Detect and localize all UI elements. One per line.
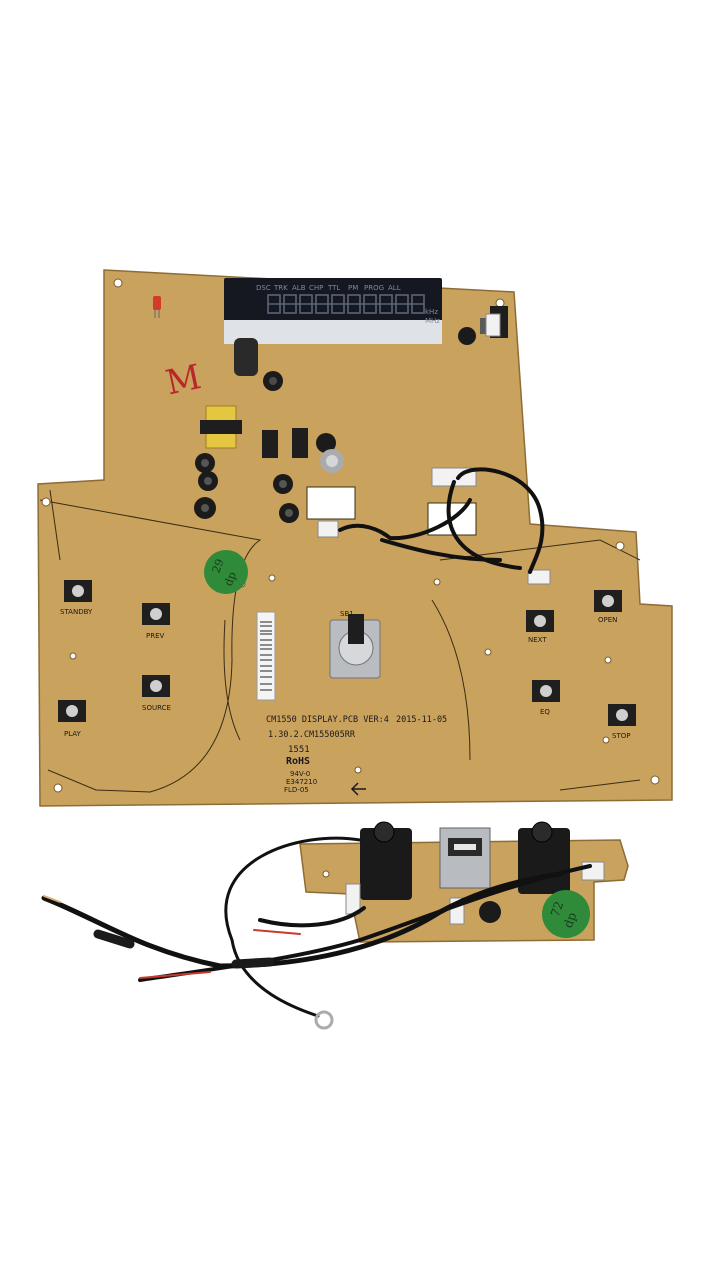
prev-label: PREV — [146, 632, 165, 640]
open-label: OPEN — [598, 616, 617, 624]
inventory-sticker: 72 dp — [542, 890, 590, 938]
voltage-regulators — [262, 428, 308, 458]
tact-switches: STANDBY PREV SOURCE PLAY NEXT OPEN — [58, 580, 636, 740]
jack-board-capacitor — [479, 901, 501, 923]
play-label: PLAY — [64, 730, 82, 738]
play-button[interactable]: PLAY — [58, 700, 86, 738]
vfd-unit: MHz — [425, 317, 440, 325]
wire-harness — [338, 467, 545, 574]
open-button[interactable]: OPEN — [594, 590, 622, 624]
eq-button[interactable]: EQ — [532, 680, 560, 716]
sticker-line-2: dp — [561, 910, 580, 930]
vfd-indicator: CHP — [309, 284, 323, 292]
vfd-indicator: TTL — [327, 284, 340, 292]
barcode-label — [256, 611, 276, 701]
encoder-ref: SB1 — [340, 610, 354, 618]
sticker-line-2: dp — [222, 570, 239, 588]
mounting-holes — [41, 278, 660, 793]
ring-terminal — [314, 1010, 334, 1030]
vfd-indicator: PM — [348, 284, 358, 292]
pcb-label: CM1550 DISPLAY.PCB VER:4 — [266, 715, 389, 725]
header-connectors — [317, 313, 551, 585]
source-label: SOURCE — [142, 704, 171, 712]
inventory-sticker: 29 dp — [204, 550, 248, 594]
silkscreen-left-outline — [39, 489, 262, 793]
next-label: NEXT — [528, 636, 547, 644]
source-button[interactable]: SOURCE — [142, 675, 171, 712]
stop-label: STOP — [612, 732, 630, 740]
handwritten-mark: M — [162, 357, 204, 403]
pcb-silkscreen-text: CM1550 DISPLAY.PCB VER:4 2015-11-05 1.30… — [266, 715, 447, 796]
next-button[interactable]: NEXT — [526, 610, 554, 644]
stop-button[interactable]: STOP — [608, 704, 636, 740]
vfd-indicator: DSC — [256, 284, 271, 292]
loose-cables — [41, 836, 592, 1030]
jack-board-connector — [345, 883, 361, 915]
cert-number: 1551 — [288, 745, 310, 755]
pcb-date: 2015-11-05 — [396, 715, 447, 725]
prev-button[interactable]: PREV — [142, 603, 170, 640]
jack-board-connector — [581, 861, 605, 881]
vfd-indicator: ALB — [292, 284, 306, 292]
standby-label: STANDBY — [60, 608, 93, 616]
vfd-unit: kHz — [425, 308, 438, 316]
electrolytic-capacitors — [194, 327, 476, 523]
headphone-jack-left[interactable] — [360, 821, 412, 900]
vfd-indicator: ALL — [388, 284, 401, 292]
pcb-part-number: 1.30.2.CM155005RR — [268, 730, 356, 740]
sticker-line-1: 29 — [210, 557, 227, 575]
transformer — [200, 405, 242, 449]
rohs-mark: RoHS — [286, 756, 310, 767]
standby-button[interactable]: STANDBY — [60, 580, 93, 616]
vfd-indicator: TRK — [273, 284, 288, 292]
ul-code: FLD-05 — [284, 786, 309, 794]
vfd-display: DSC TRK ALB CHP TTL PM PROG ALL kHz MHz — [224, 278, 442, 344]
rotary-encoder[interactable]: SB1 — [329, 610, 381, 679]
silkscreen-center-arc — [223, 619, 241, 741]
ul-rating: 94V-0 — [290, 770, 310, 778]
vfd-indicator: PROG — [364, 284, 384, 292]
eq-label: EQ — [540, 708, 550, 716]
arrow-mark — [350, 782, 366, 796]
ul-file: E347210 — [286, 778, 317, 786]
red-led — [153, 296, 161, 318]
main-board-substrate — [37, 269, 673, 807]
board-cutout-1 — [306, 486, 356, 520]
main-display-board: DSC TRK ALB CHP TTL PM PROG ALL kHz MHz — [37, 269, 673, 807]
sticker-line-1: 72 — [548, 899, 566, 918]
usb-port[interactable] — [439, 827, 491, 889]
silkscreen-right-outline — [431, 539, 641, 791]
vfd-digit-grid — [267, 294, 425, 314]
